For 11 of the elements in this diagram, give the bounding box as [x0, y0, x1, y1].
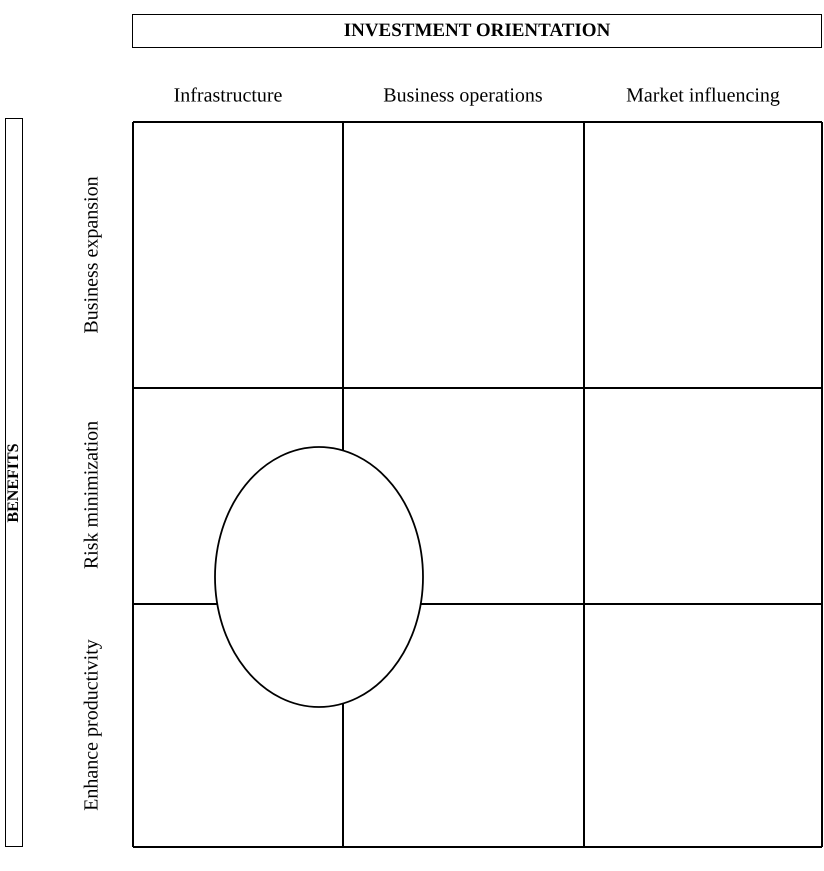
heading-box	[5, 118, 23, 847]
column-header: Infrastructure	[174, 84, 282, 108]
heading-box	[132, 14, 822, 48]
column-header: Market influencing	[626, 84, 780, 108]
heading-text: INVESTMENT ORIENTATION	[344, 20, 610, 42]
row-header: Business expansion	[80, 176, 104, 334]
column-header: Business operations	[383, 84, 543, 108]
row-header: Enhance productivity	[80, 639, 104, 811]
heading-text: BENEFITS	[5, 442, 23, 522]
ellipse	[213, 445, 425, 709]
row-header: Risk minimization	[80, 420, 104, 570]
